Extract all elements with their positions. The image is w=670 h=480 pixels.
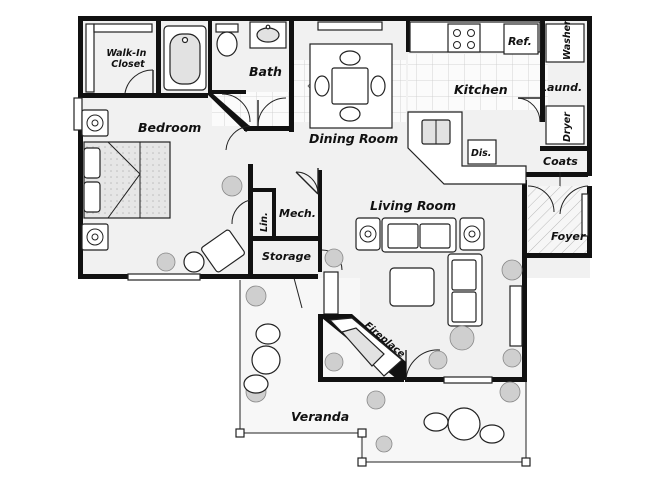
label-dryer: Dryer	[562, 111, 573, 142]
dining-area	[225, 21, 393, 151]
walk-in-closet	[85, 23, 154, 94]
veranda-furniture	[243, 285, 521, 453]
bedroom-area	[73, 97, 251, 281]
walls	[78, 16, 592, 382]
label-walk-in-closet-line2: Closet	[111, 59, 145, 70]
label-coats: Coats	[543, 155, 578, 168]
label-laund: Laund.	[540, 81, 582, 94]
label-kitchen: Kitchen	[454, 82, 508, 97]
fireplace-unit	[322, 314, 406, 380]
label-lin: Lin.	[259, 212, 270, 232]
label-bath: Bath	[249, 64, 282, 79]
label-bedroom: Bedroom	[138, 120, 201, 135]
label-foyer: Foyer	[551, 230, 586, 243]
coats-foyer	[527, 172, 589, 237]
label-dis: Dis.	[471, 148, 491, 159]
living-area	[323, 217, 523, 384]
bathroom	[163, 21, 287, 127]
label-washer: Washer	[562, 19, 573, 60]
kitchen-area	[407, 21, 585, 185]
label-living-room: Living Room	[370, 198, 456, 213]
label-walk-in-closet-line1: Walk-In	[106, 48, 146, 59]
label-walk-in-closet: Walk-In Closet	[106, 48, 149, 70]
label-ref: Ref.	[508, 35, 532, 48]
label-veranda: Veranda	[291, 409, 349, 424]
label-mech: Mech.	[279, 207, 316, 220]
label-dining-room: Dining Room	[309, 131, 398, 146]
label-storage: Storage	[262, 250, 311, 263]
